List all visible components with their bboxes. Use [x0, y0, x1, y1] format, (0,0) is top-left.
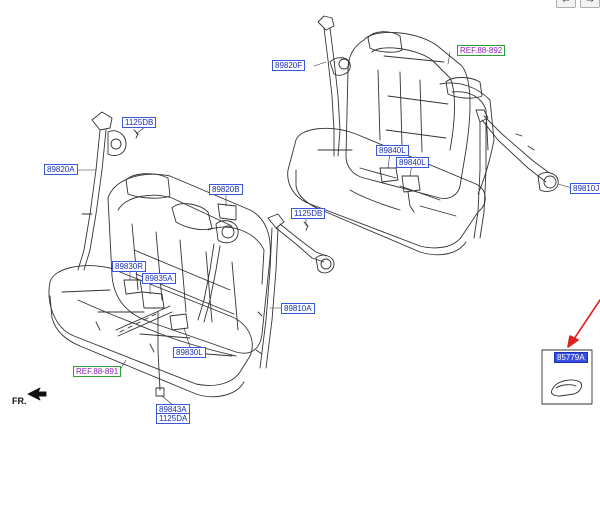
- callout-1125DB-upper[interactable]: 1125DB: [122, 117, 157, 128]
- leader-lines: [73, 51, 573, 407]
- rear-belt-89810J: [473, 109, 559, 239]
- callout-89830L[interactable]: 89830L: [173, 347, 206, 358]
- callout-85779A[interactable]: 85779A: [554, 352, 588, 363]
- front-orientation-label: FR.: [12, 396, 27, 406]
- callout-89820B[interactable]: 89820B: [209, 184, 243, 195]
- callout-1125DB-right[interactable]: 1125DB: [291, 208, 326, 219]
- prev-arrow-button[interactable]: ←: [556, 0, 576, 8]
- front-direction-arrow: [27, 387, 47, 401]
- callout-89830R[interactable]: 89830R: [112, 261, 147, 272]
- next-arrow-button[interactable]: →: [580, 0, 600, 8]
- front-belt-89820A: [77, 111, 139, 271]
- front-buckles: [115, 279, 189, 397]
- front-belt-89820B: [197, 203, 239, 323]
- callout-89840L[interactable]: 89840L: [376, 145, 409, 156]
- callout-ref-88-892[interactable]: REF.88-892: [457, 45, 506, 56]
- rear-belt-89820F: [317, 15, 351, 157]
- rear-buckles-89840L: [379, 167, 421, 213]
- red-indicator-arrow: [567, 299, 600, 348]
- callout-ref-88-891[interactable]: REF.88-891: [73, 366, 122, 377]
- front-belt-89810A: [255, 213, 335, 369]
- callout-89810J[interactable]: 89810J: [570, 183, 600, 194]
- callout-89810A[interactable]: 89810A: [281, 303, 315, 314]
- rear-seat-back: [345, 31, 495, 199]
- callout-89820A[interactable]: 89820A: [44, 164, 78, 175]
- front-seat-cushion: [48, 265, 253, 398]
- callout-89840L-second[interactable]: 89840L: [396, 157, 429, 168]
- callout-89820F[interactable]: 89820F: [272, 60, 306, 71]
- callout-89835A[interactable]: 89835A: [142, 273, 176, 284]
- callout-1125DA[interactable]: 1125DA: [156, 413, 191, 424]
